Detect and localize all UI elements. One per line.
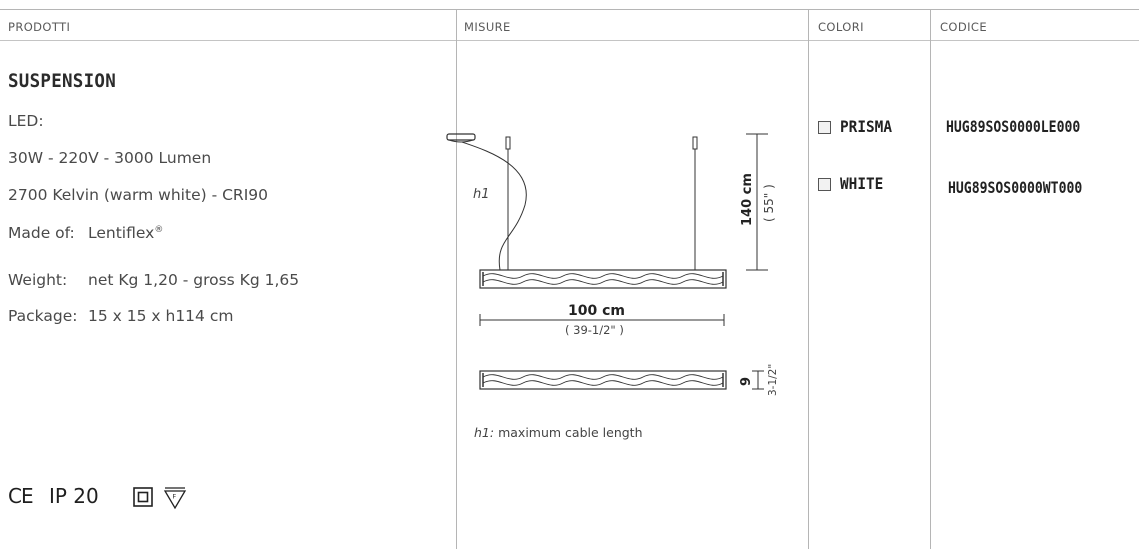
column-divider-colors xyxy=(808,9,809,549)
header-products: PRODOTTI xyxy=(8,20,71,34)
header-code: CODICE xyxy=(940,20,988,34)
product-code-white: HUG89SOS0000WT000 xyxy=(948,178,1083,197)
ce-mark: CE xyxy=(8,484,34,508)
depth-dimension xyxy=(752,370,764,390)
registered-mark: ® xyxy=(154,224,164,235)
double-insulation-icon xyxy=(133,487,153,507)
product-title: SUSPENSION xyxy=(8,70,116,92)
color-name-prisma: PRISMA xyxy=(840,117,893,136)
width-inches: ( 39-1/2" ) xyxy=(565,323,624,337)
f-mark-icon: F xyxy=(163,487,187,510)
made-of-label: Made of: xyxy=(8,224,75,242)
led-label: LED: xyxy=(8,112,44,130)
power-spec: 30W - 220V - 3000 Lumen xyxy=(8,149,212,167)
luminaire-body xyxy=(479,269,727,289)
height-value: 140 cm xyxy=(740,173,755,226)
cable-note-text: maximum cable length xyxy=(498,425,642,440)
column-divider-code xyxy=(930,9,931,549)
kelvin-spec: 2700 Kelvin (warm white) - CRI90 xyxy=(8,186,268,204)
weight-label: Weight: xyxy=(8,271,68,289)
weight-spec: Weight: net Kg 1,20 - gross Kg 1,65 xyxy=(8,271,299,289)
power-cable xyxy=(461,141,527,271)
luminaire-side-view xyxy=(479,370,727,390)
color-swatch-white xyxy=(818,178,831,191)
package-label: Package: xyxy=(8,307,78,325)
material-spec: Made of: Lentiflex® xyxy=(8,224,163,242)
table-top-border xyxy=(0,9,1139,10)
header-colors: COLORI xyxy=(818,20,864,34)
product-code-prisma: HUG89SOS0000LE000 xyxy=(946,117,1081,136)
cable-note-label: h1: xyxy=(474,425,494,440)
package-spec: Package: 15 x 15 x h114 cm xyxy=(8,307,233,325)
column-divider-sizes xyxy=(456,9,457,549)
package-value: 15 x 15 x h114 cm xyxy=(88,307,234,325)
ceiling-canopy xyxy=(446,133,476,143)
color-swatch-prisma xyxy=(818,121,831,134)
width-value: 100 cm xyxy=(568,303,625,319)
cable-note: h1: maximum cable length xyxy=(474,425,643,440)
header-sizes: MISURE xyxy=(464,20,511,34)
width-dimension xyxy=(479,314,725,326)
cable-grips xyxy=(505,136,698,270)
f-mark-letter: F xyxy=(173,493,177,501)
made-of-value: Lentiflex xyxy=(88,224,155,242)
ip-rating: IP 20 xyxy=(48,484,99,508)
class-icons: F xyxy=(133,487,187,510)
depth-value: 9 xyxy=(739,377,754,386)
weight-value: net Kg 1,20 - gross Kg 1,65 xyxy=(88,271,300,289)
color-name-white: WHITE xyxy=(840,174,884,193)
certification-row: CE IP 20 xyxy=(8,484,99,508)
height-dimension xyxy=(746,133,768,271)
header-divider xyxy=(0,40,1139,41)
cable-label: h1 xyxy=(473,187,490,202)
dimension-drawing: h1 140 cm ( 55" ) 100 cm ( 39-1/2" ) 9 3… xyxy=(446,133,779,440)
depth-inches: 3-1/2" xyxy=(767,364,779,396)
height-inches: ( 55" ) xyxy=(762,184,776,222)
